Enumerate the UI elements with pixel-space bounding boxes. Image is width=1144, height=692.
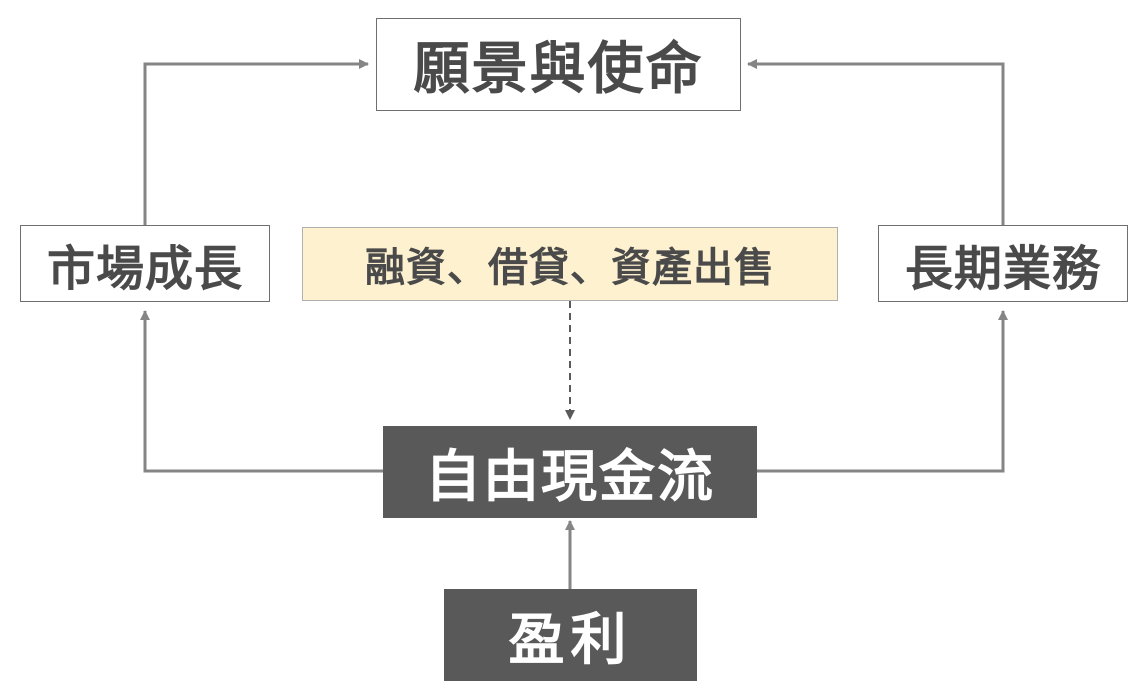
market-growth-label: 市場成長 [46, 240, 243, 297]
arrow-free-cash-flow-to-market-growth [140, 310, 383, 473]
profit-box: 盈利 [444, 589, 697, 681]
financing-note-label: 融資、借貸、資產出售 [365, 245, 775, 291]
arrow-market-growth-to-vision [143, 59, 369, 225]
financing-note-box: 融資、借貸、資產出售 [302, 227, 838, 301]
vision-mission-label: 願景與使命 [413, 37, 704, 102]
market-growth-box: 市場成長 [20, 225, 270, 302]
free-cash-flow-label: 自由現金流 [425, 444, 715, 510]
arrow-long-term-business-to-vision [747, 59, 1005, 225]
vision-mission-box: 願景與使命 [376, 18, 741, 111]
free-cash-flow-box: 自由現金流 [383, 426, 757, 518]
long-term-business-label: 長期業務 [904, 240, 1101, 297]
profit-label: 盈利 [508, 607, 633, 673]
arrow-free-cash-flow-to-long-term-business [757, 310, 1008, 473]
long-term-business-box: 長期業務 [878, 225, 1128, 302]
